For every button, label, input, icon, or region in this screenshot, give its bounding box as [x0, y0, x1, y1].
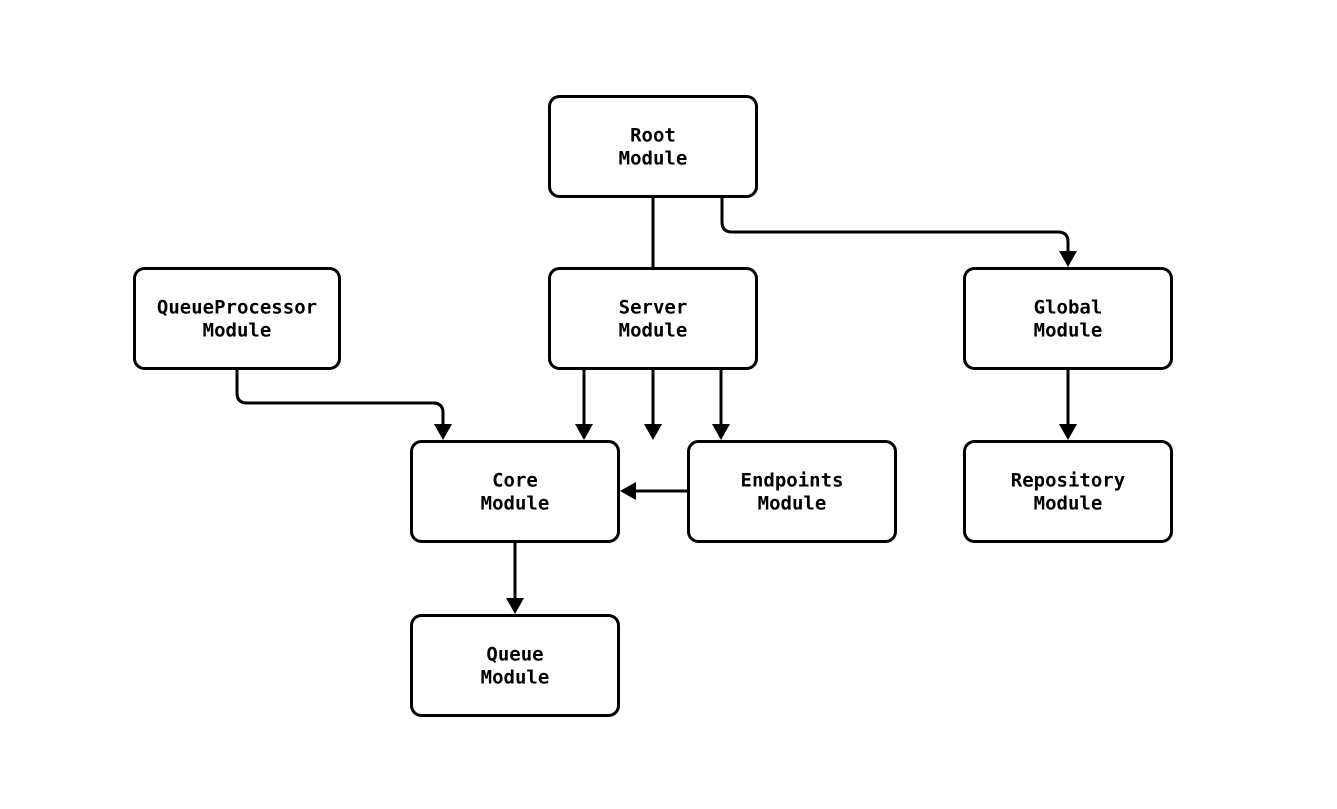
node-label-line2-repository: Module [1034, 492, 1103, 514]
node-label-line1-endpoints: Endpoints [741, 469, 844, 491]
node-box-queue[interactable] [410, 614, 620, 717]
node-label-line2-global: Module [1034, 319, 1103, 341]
edge-endpoints-to-core [620, 482, 687, 500]
arrowhead-icon-server-to-core [575, 424, 593, 440]
node-box-queueprocessor[interactable] [133, 267, 341, 370]
node-label-line2-server: Module [619, 319, 688, 341]
arrowhead-icon-root-to-server [644, 424, 662, 440]
node-label-line2-core: Module [481, 492, 550, 514]
node-label-line2-root: Module [619, 147, 688, 169]
node-label-line2-queue: Module [481, 666, 550, 688]
arrowhead-icon-global-to-repository [1059, 424, 1077, 440]
edge-global-to-repository [1059, 370, 1077, 440]
node-label-line1-global: Global [1034, 296, 1103, 318]
node-label-line1-root: Root [630, 124, 676, 146]
edge-line-root-to-global [720, 198, 1070, 251]
node-box-repository[interactable] [963, 440, 1173, 543]
node-label-line1-queue: Queue [486, 643, 543, 665]
node-box-root[interactable] [548, 95, 758, 198]
arrowhead-icon-queueprocessor-to-core [434, 424, 452, 440]
edge-queueprocessor-to-core [235, 370, 452, 440]
node-label-line2-queueprocessor: Module [203, 319, 272, 341]
node-box-core[interactable] [410, 440, 620, 543]
node-box-global[interactable] [963, 267, 1173, 370]
edge-server-to-endpoints [712, 370, 730, 440]
edges-layer [235, 198, 1077, 614]
node-label-line1-server: Server [619, 296, 688, 318]
node-label-line2-endpoints: Module [758, 492, 827, 514]
arrowhead-icon-core-to-queue [506, 598, 524, 614]
arrowhead-icon-root-to-global [1059, 251, 1077, 267]
edge-server-to-core [575, 370, 593, 440]
node-box-server[interactable] [548, 267, 758, 370]
node-label-line1-queueprocessor: QueueProcessor [157, 296, 317, 318]
node-label-line1-repository: Repository [1011, 469, 1125, 491]
edge-root-to-global [720, 198, 1077, 267]
node-label-line1-core: Core [492, 469, 538, 491]
node-box-endpoints[interactable] [687, 440, 897, 543]
arrowhead-icon-server-to-endpoints [712, 424, 730, 440]
edge-core-to-queue [506, 543, 524, 614]
arrowhead-icon-endpoints-to-core [620, 482, 636, 500]
edge-line-queueprocessor-to-core [235, 370, 445, 424]
